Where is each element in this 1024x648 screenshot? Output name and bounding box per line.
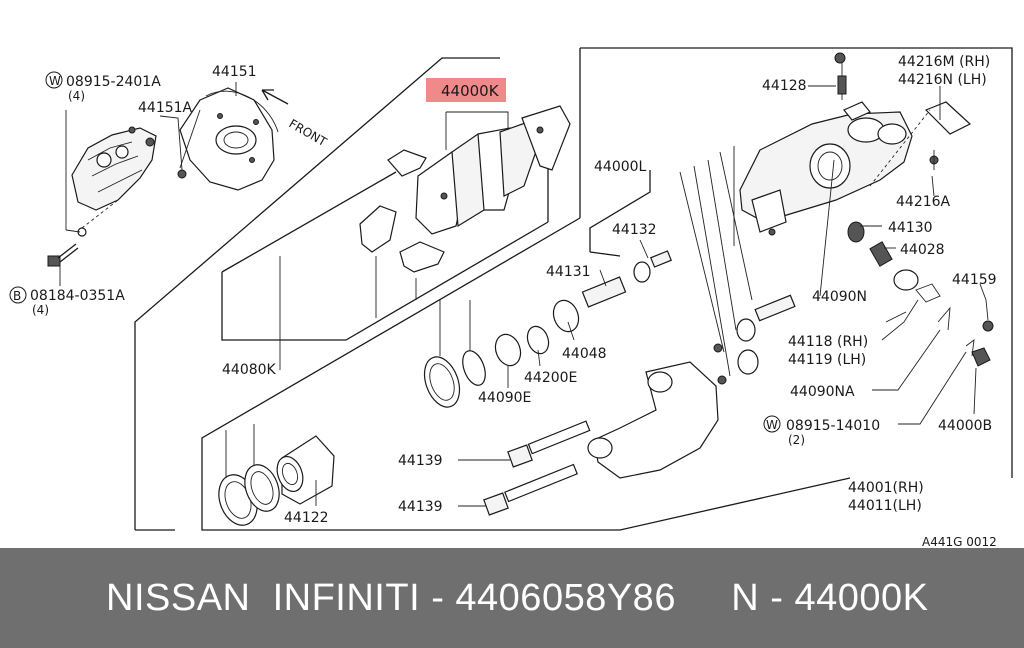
guide-pins-illustration: [483, 420, 591, 516]
label-44139-a: 44139: [398, 453, 443, 469]
caliper-assembly-illustration: [47, 110, 187, 286]
highlight-box: [426, 78, 506, 102]
label-44001: 44001(RH): [848, 480, 924, 496]
label-44130: 44130: [888, 220, 933, 236]
ref-code: A441G 0012: [922, 535, 997, 548]
frame-lines: [134, 47, 1013, 531]
label-44000B: 44000B: [938, 418, 992, 434]
label-08915-2401A: 08915-2401A: [66, 74, 161, 90]
label-front: FRONT: [287, 116, 330, 149]
caliper-body-illustration: [739, 52, 972, 236]
label-44131: 44131: [546, 264, 591, 280]
part-number-banner: NISSAN INFINITI - 4406058Y86 N - 44000K: [0, 548, 1024, 648]
label-08915-14010: 08915-14010: [786, 418, 880, 434]
label-44048: 44048: [562, 346, 607, 362]
label-08915-14010-qty: (2): [788, 433, 805, 447]
part-number-text: NISSAN INFINITI - 4406058Y86 N - 44000K: [106, 576, 929, 619]
label-44132: 44132: [612, 222, 657, 238]
label-44000L: 44000L: [594, 159, 647, 175]
label-44028: 44028: [900, 242, 945, 258]
label-44118: 44118 (RH): [788, 334, 868, 350]
label-44011: 44011(LH): [848, 498, 922, 514]
svg-text:W: W: [49, 74, 61, 88]
label-44159: 44159: [952, 272, 997, 288]
label-44139-b: 44139: [398, 499, 443, 515]
washer-marker-2: W: [763, 415, 781, 433]
label-44122: 44122: [284, 510, 329, 526]
label-44216A: 44216A: [896, 194, 951, 210]
label-44200E: 44200E: [524, 370, 577, 386]
label-44000K: 44000K: [441, 82, 500, 100]
label-44080K: 44080K: [222, 362, 277, 378]
torque-member-illustration: [587, 146, 796, 479]
parts-diagram: W B W 08915-2401A (4) 44151 44151A FRONT…: [9, 47, 1013, 548]
splash-shield-illustration: [179, 82, 289, 191]
large-piston-illustration: [218, 424, 335, 526]
bolt-marker: B: [9, 286, 27, 304]
svg-text:B: B: [13, 289, 21, 303]
label-44216M: 44216M (RH): [898, 54, 990, 70]
leader-lines: [179, 85, 989, 507]
label-08184-0351A: 08184-0351A: [30, 288, 125, 304]
label-08184-0351A-qty: (4): [32, 303, 49, 317]
label-44151: 44151: [212, 64, 257, 80]
label-44151A: 44151A: [138, 100, 193, 116]
label-44119: 44119 (LH): [788, 352, 866, 368]
label-08915-2401A-qty: (4): [68, 89, 85, 103]
label-44090N: 44090N: [812, 289, 867, 305]
label-44216N: 44216N (LH): [898, 72, 987, 88]
svg-text:W: W: [766, 418, 778, 432]
brake-pad-set-illustration: [359, 105, 571, 318]
label-44090E: 44090E: [478, 390, 531, 406]
piston-seal-group-illustration: [423, 221, 994, 408]
label-44128: 44128: [762, 78, 807, 94]
washer-marker: W: [45, 71, 63, 89]
label-44090NA: 44090NA: [790, 384, 855, 400]
